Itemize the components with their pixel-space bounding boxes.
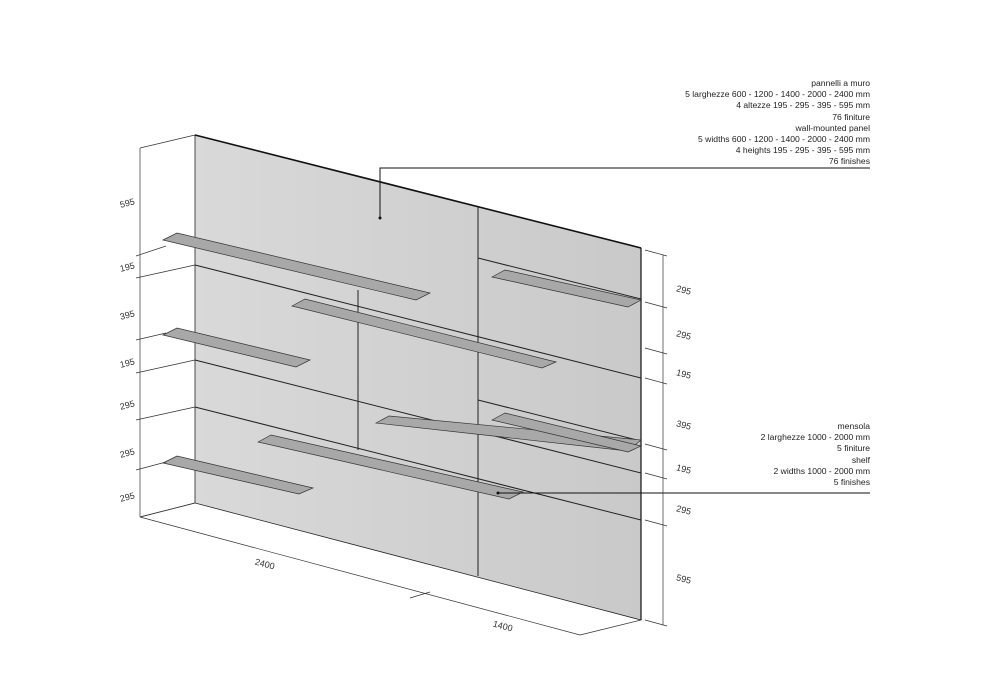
right-dim-label: 595: [675, 572, 692, 585]
left-dim-label: 395: [119, 308, 136, 321]
left-dim-label: 295: [119, 446, 136, 459]
wall-panel-assembly: [194, 134, 642, 621]
note-line: 5 larghezze 600 - 1200 - 1400 - 2000 - 2…: [685, 89, 870, 100]
note-line: 2 widths 1000 - 2000 mm: [773, 465, 871, 476]
right-dim-label: 195: [675, 462, 692, 475]
right-dim-label: 295: [675, 503, 692, 516]
right-dim-label: 295: [675, 283, 692, 296]
note-line: 4 heights 195 - 295 - 395 - 595 mm: [735, 145, 870, 156]
note-line: pannelli a muro: [811, 78, 870, 88]
note-line: 5 widths 600 - 1200 - 1400 - 2000 - 2400…: [698, 134, 870, 145]
shelf: [161, 327, 312, 368]
note-line: wall-mounted panel: [795, 122, 870, 133]
right-dimension-line: [644, 249, 668, 627]
shelf-description: mensola 2 larghezze 1000 - 2000 mm 5 fin…: [761, 421, 870, 488]
shelf: [161, 455, 315, 495]
left-dim-label: 195: [119, 260, 136, 273]
note-line: 4 altezze 195 - 295 - 395 - 595 mm: [736, 100, 870, 111]
shelf: [491, 412, 643, 453]
shelf: [257, 434, 525, 500]
right-dim-label: 395: [675, 418, 692, 431]
panel-description: pannelli a muro 5 larghezze 600 - 1200 -…: [685, 78, 870, 168]
note-line: 76 finiture: [832, 111, 870, 122]
note-line: 76 finishes: [828, 156, 870, 167]
right-dim-label: 195: [675, 367, 692, 380]
shelf: [491, 269, 642, 308]
note-line: mensola: [837, 421, 870, 431]
bottom-dimension-line: [139, 502, 642, 636]
left-dim-label: 195: [119, 356, 136, 369]
bottom-dim-label: 1400: [492, 619, 514, 634]
shelf: [291, 298, 558, 369]
left-dim-label: 295: [119, 490, 136, 503]
note-line: 5 finiture: [837, 443, 870, 454]
note-line: shelf: [851, 454, 870, 465]
note-line: 2 larghezze 1000 - 2000 mm: [760, 432, 870, 443]
left-dim-label: 295: [119, 398, 136, 411]
bottom-dim-label: 2400: [254, 557, 276, 572]
note-line: 5 finishes: [833, 477, 870, 488]
left-dim-label: 595: [119, 196, 136, 209]
right-dim-label: 295: [675, 328, 692, 341]
shelves: [161, 232, 643, 500]
panel-seams: [194, 207, 642, 576]
panel-leader-line: [379, 167, 870, 218]
shelf: [374, 415, 642, 452]
shelf: [161, 232, 432, 301]
